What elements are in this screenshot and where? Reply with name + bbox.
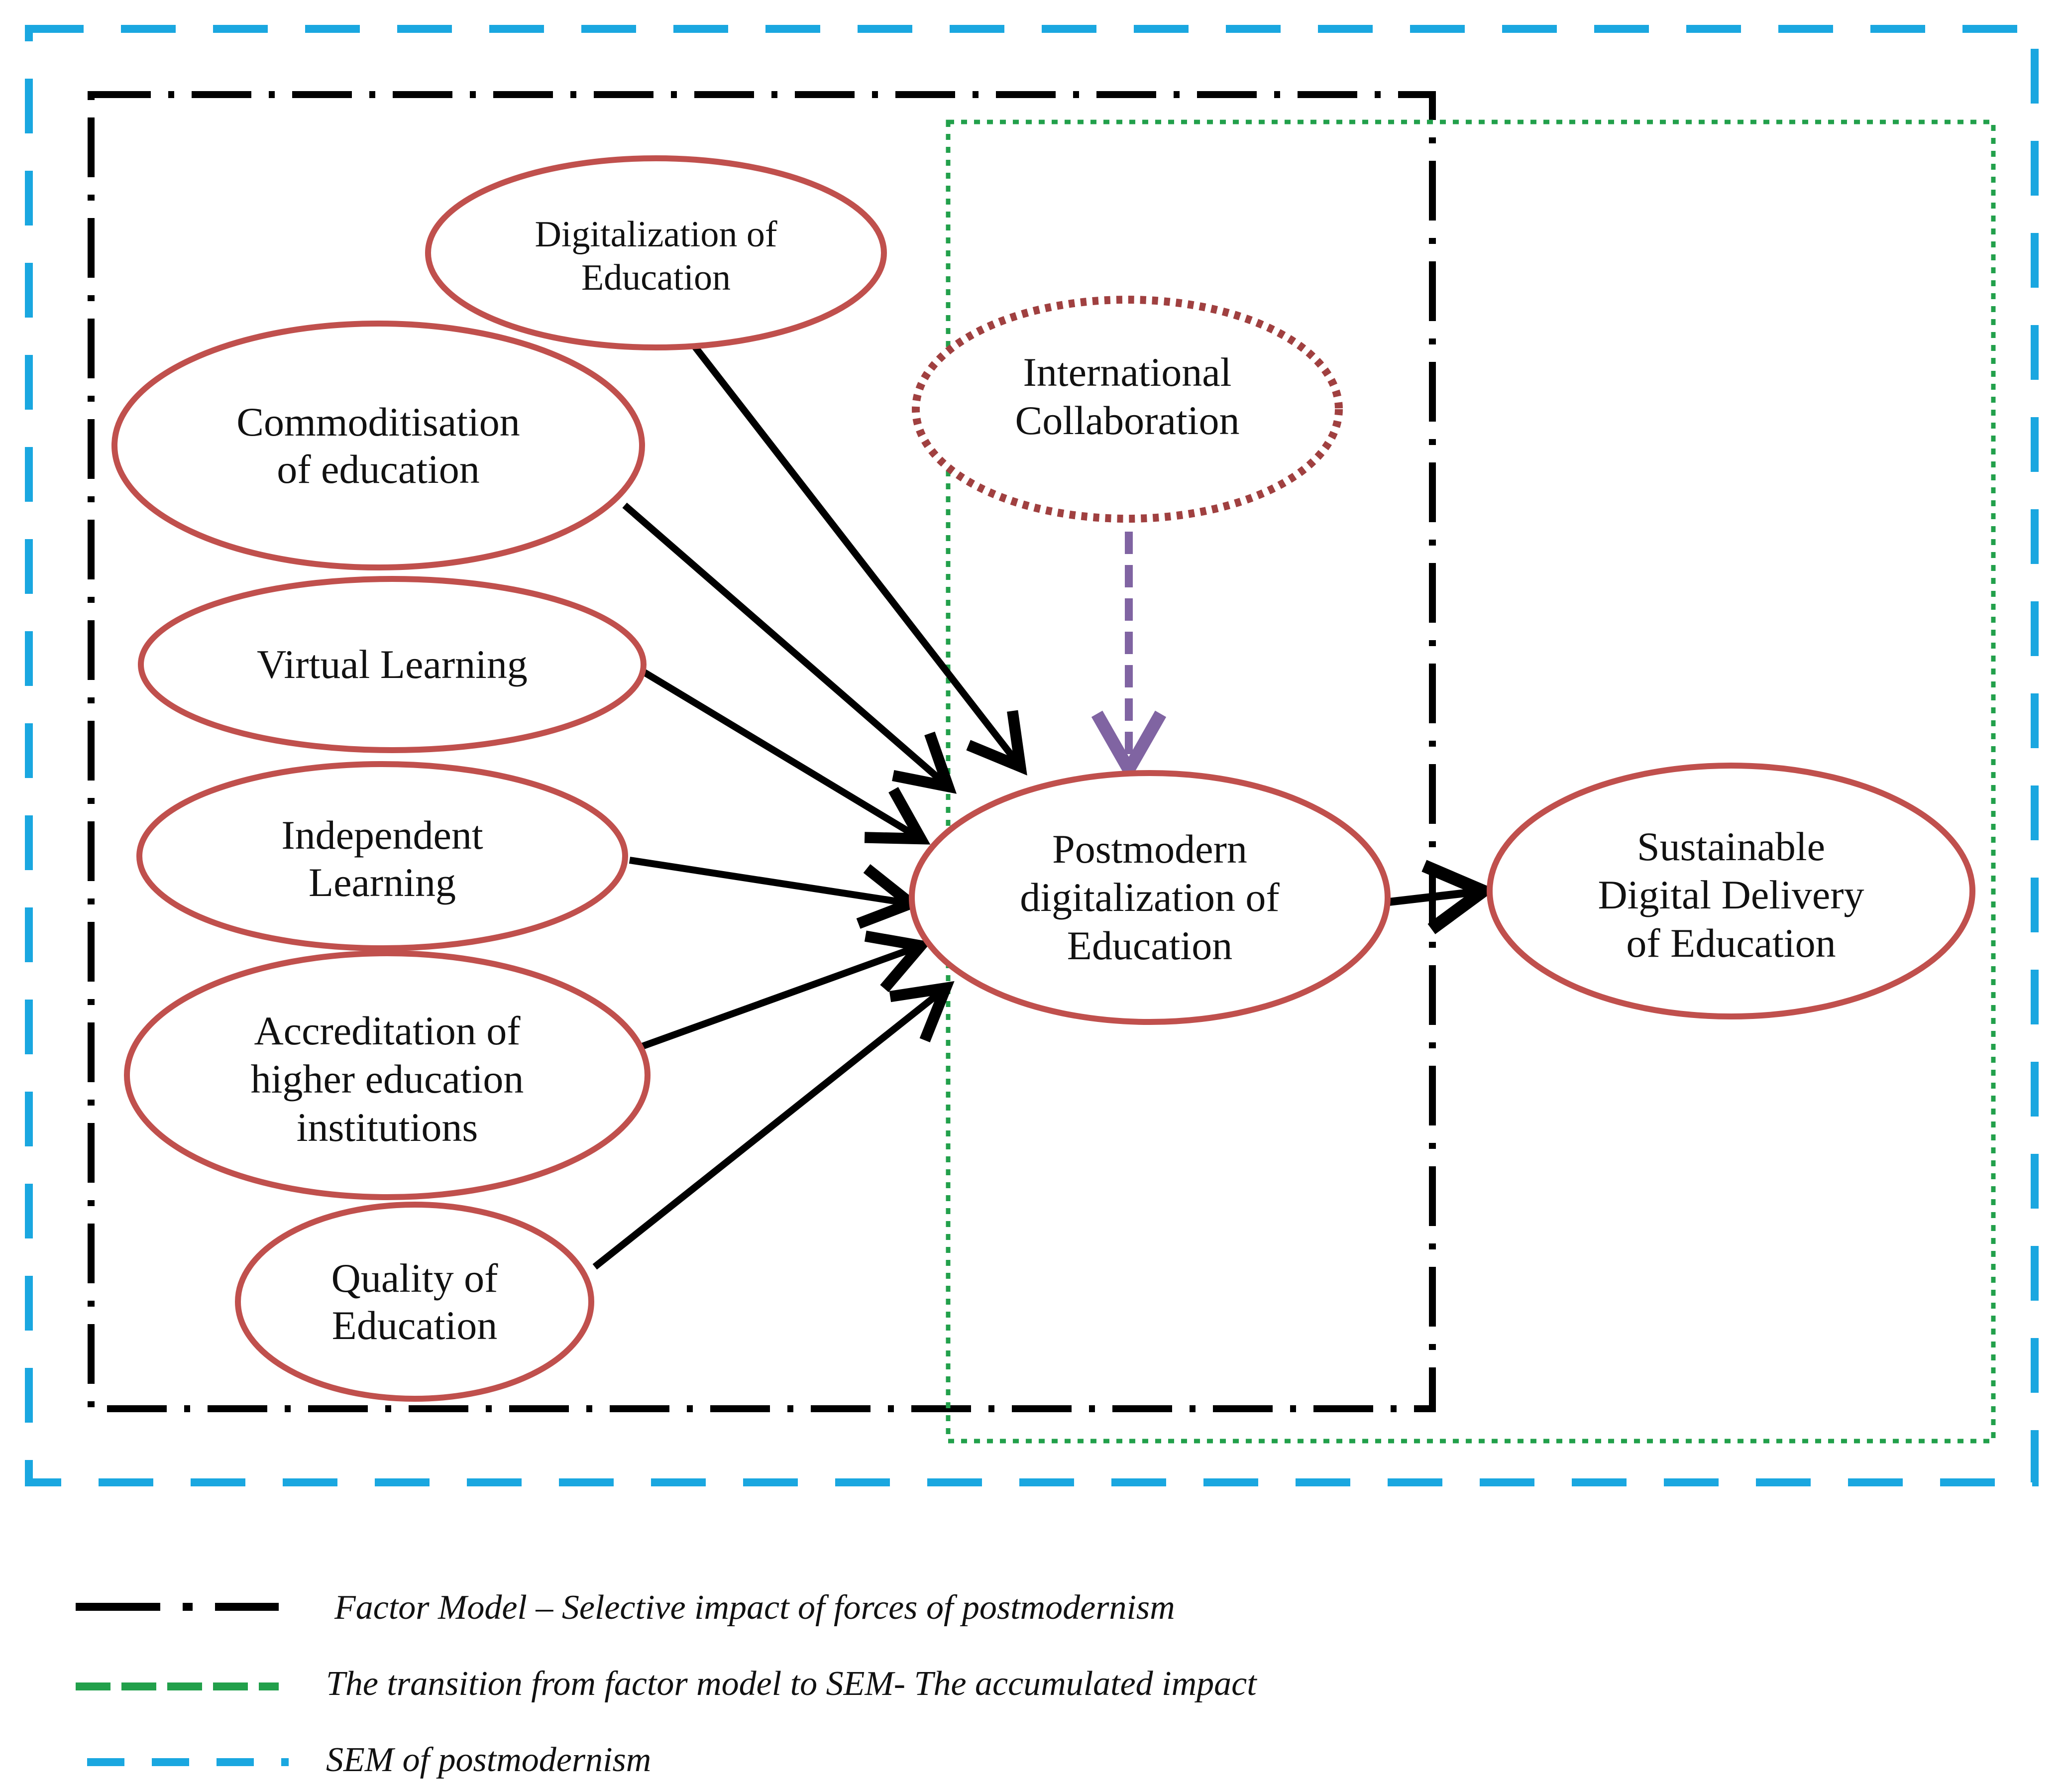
label-commoditisation-1: Commoditisation: [236, 399, 520, 445]
node-accreditation: [124, 950, 651, 1200]
label-international-1: International: [1023, 349, 1232, 395]
legend: Factor Model – Selective impact of force…: [76, 1588, 1257, 1779]
node-quality-of-education: [235, 1202, 594, 1402]
node-commoditisation-of-education: [111, 321, 645, 570]
node-sustainable-digital-delivery: [1487, 763, 1975, 1019]
label-commoditisation-2: of education: [277, 447, 480, 492]
label-postmodern-3: Education: [1067, 923, 1232, 968]
label-digitalization-1: Digitalization of: [535, 214, 777, 255]
label-digitalization-2: Education: [581, 257, 731, 298]
label-quality-2: Education: [332, 1303, 497, 1348]
node-independent-learning: [136, 761, 628, 951]
label-quality-1: Quality of: [331, 1255, 498, 1301]
label-sustainable-1: Sustainable: [1637, 824, 1825, 869]
arrow-quality-to-postmodern: [592, 981, 955, 1270]
node-postmodern-digitalization: [909, 770, 1391, 1025]
label-independent-1: Independent: [281, 812, 483, 858]
label-accreditation-1: Accreditation of: [254, 1008, 521, 1053]
label-virtual-learning: Virtual Learning: [257, 642, 528, 687]
arrow-accreditation-to-postmodern: [630, 930, 932, 1054]
legend-sem-label: SEM of postmodernism: [326, 1741, 651, 1779]
label-accreditation-2: higher education: [251, 1056, 524, 1102]
label-sustainable-2: Digital Delivery: [1598, 872, 1864, 917]
label-sustainable-3: of Education: [1626, 920, 1836, 966]
arrow-virtual-to-postmodern: [640, 668, 931, 845]
label-accreditation-3: institutions: [297, 1105, 478, 1150]
node-virtual-learning: [138, 576, 647, 753]
label-international-2: Collaboration: [1015, 398, 1240, 443]
arrow-postmodern-to-sustainable: [1388, 860, 1496, 934]
arrow-commoditisation-to-postmodern: [622, 502, 957, 794]
sem-box: [25, 25, 2039, 1486]
label-independent-2: Learning: [309, 860, 456, 905]
legend-factor-label: Factor Model – Selective impact of force…: [334, 1588, 1175, 1627]
node-digitalization-of-education: [425, 155, 887, 350]
factor-model-box: [88, 91, 1436, 1412]
node-international-collaboration: [912, 296, 1343, 523]
label-postmodern-1: Postmodern: [1052, 826, 1247, 872]
arrow-digitalization-to-postmodern: [691, 343, 1027, 776]
label-postmodern-2: digitalization of: [1020, 875, 1280, 920]
legend-transition-label: The transition from factor model to SEM-…: [326, 1665, 1257, 1703]
arrow-independent-to-postmodern: [629, 857, 922, 929]
